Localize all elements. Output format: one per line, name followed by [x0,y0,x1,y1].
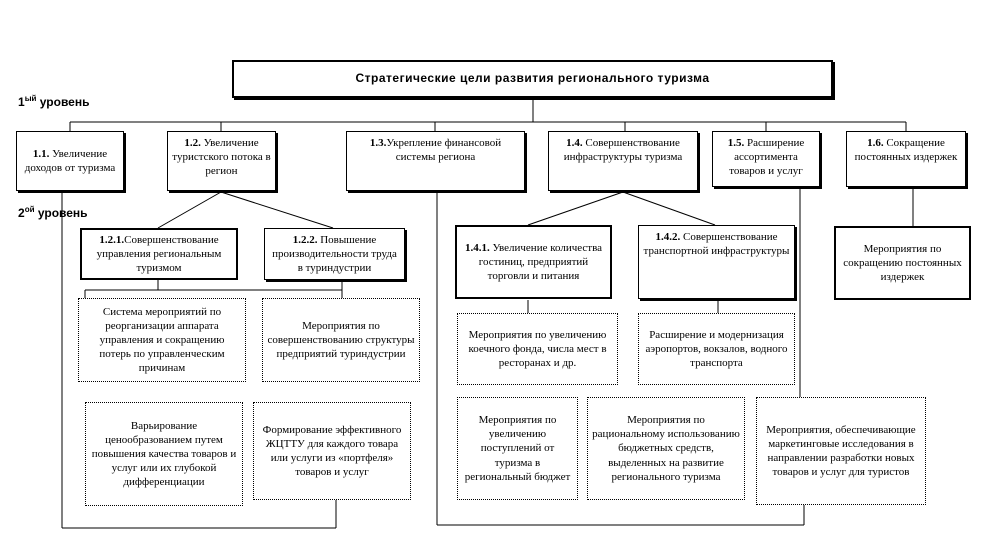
level-1-label: 1ый уровень [18,94,90,109]
goal-1-6: 1.6. Сокращение постоянных издержек [846,131,966,187]
measure-budget-use: Мероприятия по рациональному использован… [587,397,745,500]
diagram-title: Стратегические цели развития регионально… [232,60,833,98]
goal-1-4: 1.4. Совершенствование инфраструктуры ту… [548,131,698,191]
goal-1-3: 1.3.Укрепление финансовой системы регион… [346,131,525,191]
goal-1-2: 1.2. Увеличение туристского потока в рег… [167,131,276,191]
measure-budget-income: Мероприятия по увеличению поступлений от… [457,397,578,500]
goal-1-1: 1.1. Увеличение доходов от туризма [16,131,124,191]
measure-reorganization: Система мероприятий по реорганизации апп… [78,298,246,382]
level-2-label: 2ой уровень [18,205,88,220]
measure-marketing: Мероприятия, обеспечивающие маркетинговы… [756,397,926,505]
measure-structure: Мероприятия по совершенствованию структу… [262,298,420,382]
measure-reduce-costs: Мероприятия по сокращению постоянных изд… [834,226,971,300]
measure-pricing: Варьирование ценообразованием путем повы… [85,402,243,506]
goal-1-5: 1.5. Расширение ассортимента товаров и у… [712,131,820,187]
goal-1-2-2: 1.2.2. Повышение производительности труд… [264,228,405,280]
goal-1-4-1: 1.4.1. Увеличение количества гостиниц, п… [455,225,612,299]
measure-lifecycle: Формирование эффективного ЖЦТТУ для кажд… [253,402,411,500]
measure-bed-fund: Мероприятия по увеличению коечного фонда… [457,313,618,385]
goal-1-2-1: 1.2.1.Совершенствование управления регио… [80,228,238,280]
goal-1-4-2: 1.4.2. Совершенствование транспортной ин… [638,225,795,299]
measure-airports: Расширение и модернизация аэропортов, во… [638,313,795,385]
